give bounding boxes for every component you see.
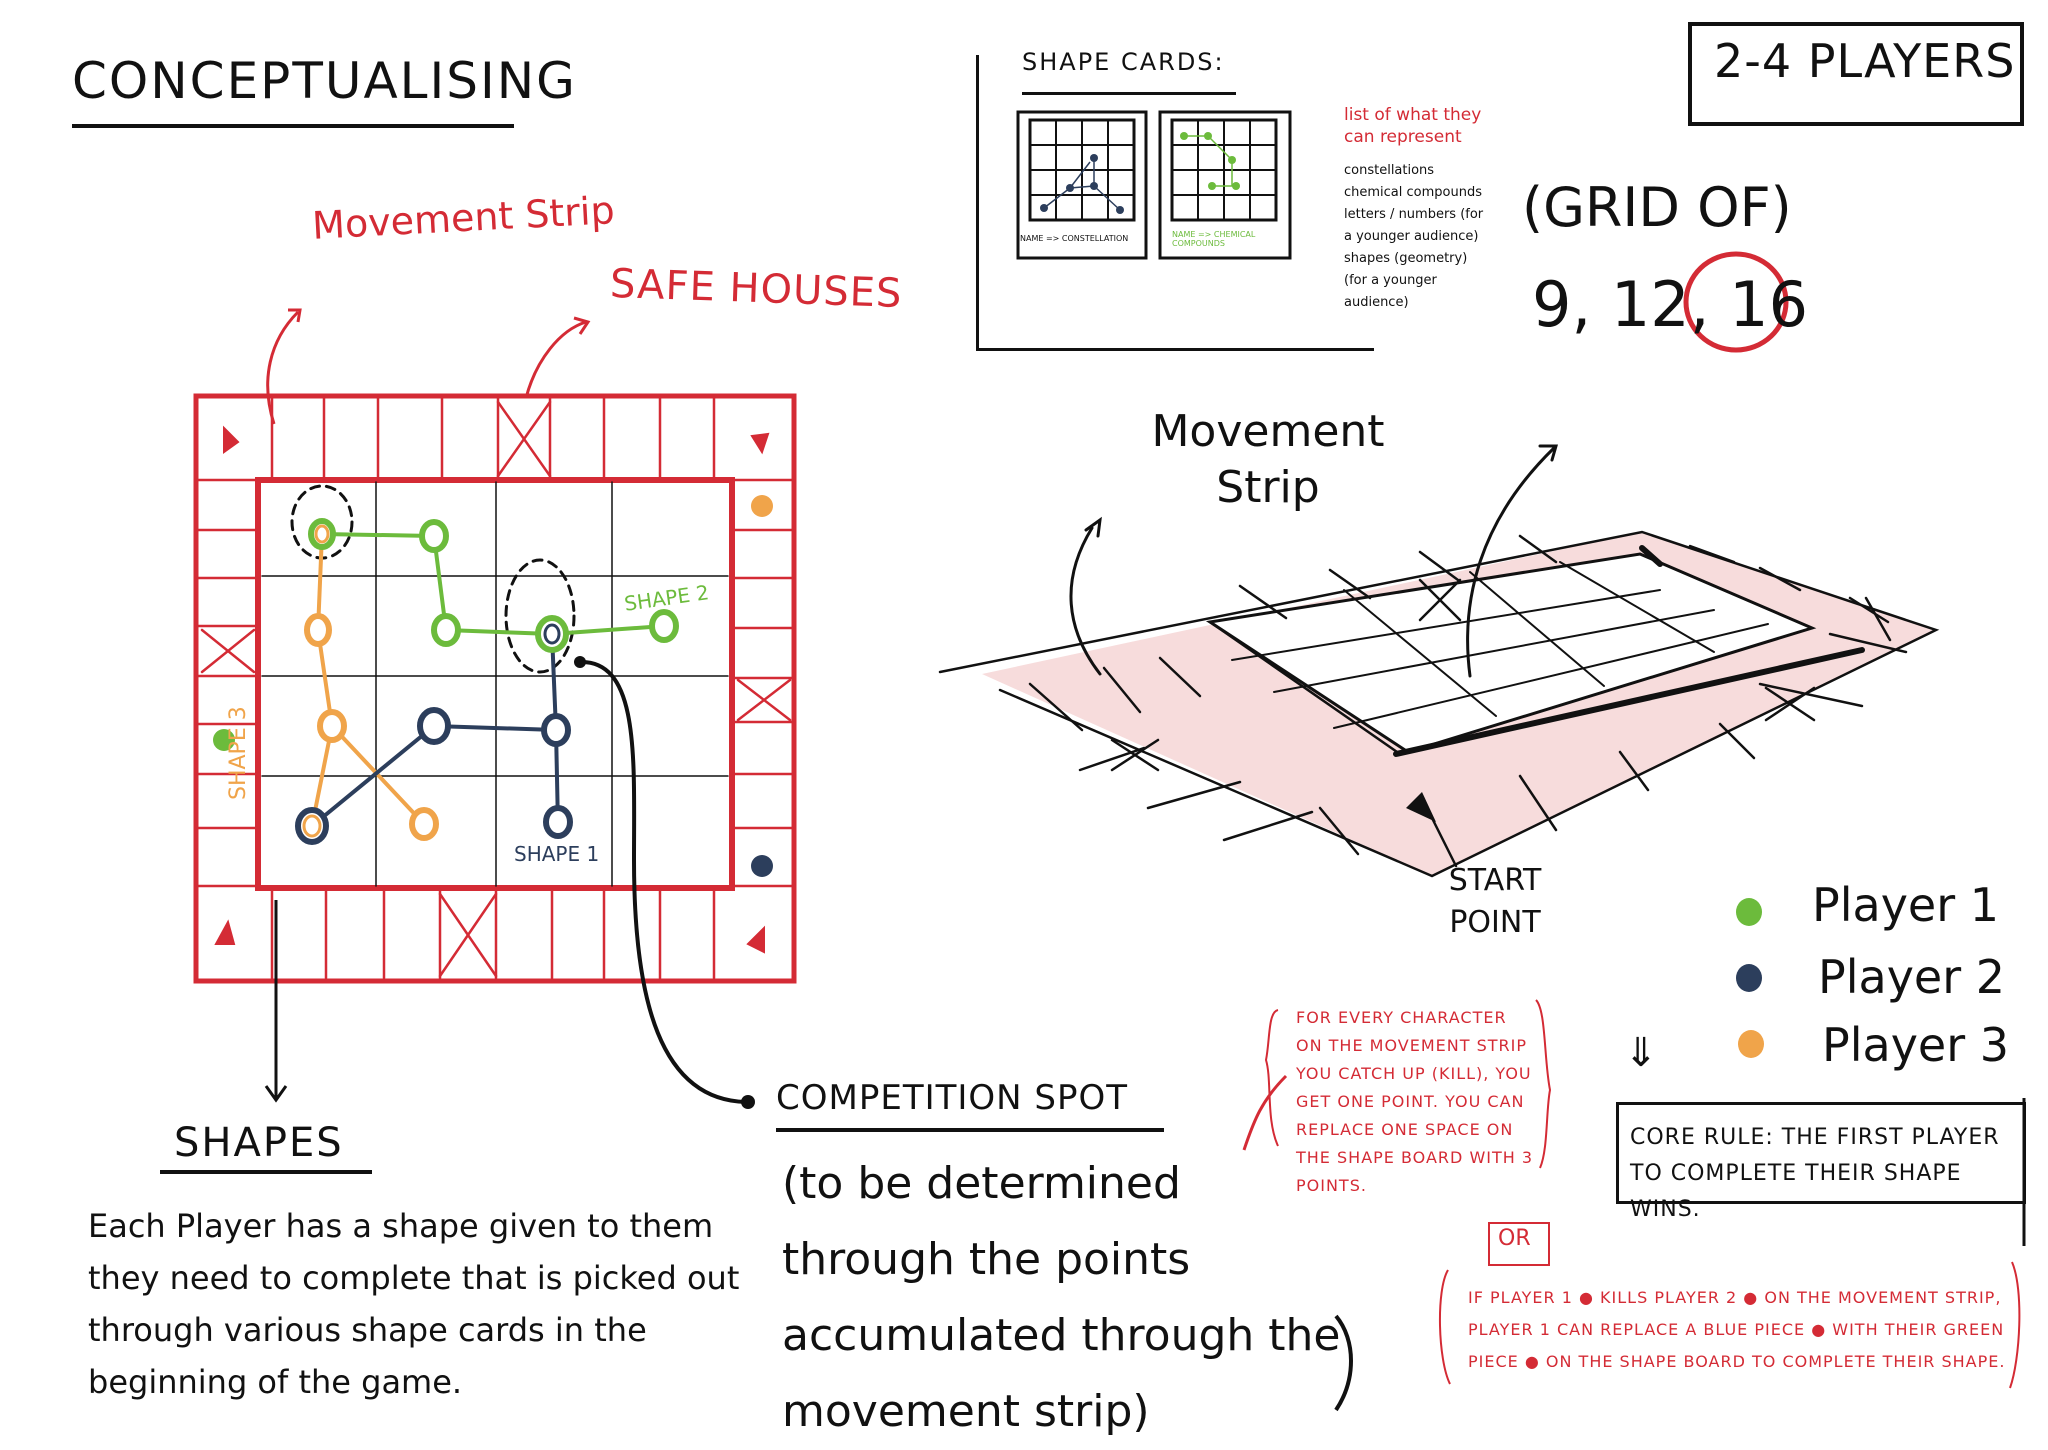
strip-cells-bottom bbox=[270, 888, 716, 980]
card-1-name: NAME => CONSTELLATION bbox=[1020, 234, 1129, 243]
safe-house-right bbox=[736, 678, 792, 722]
competition-spot-label: COMPETITION SPOT bbox=[776, 1078, 1129, 1118]
shapes-description: Each Player has a shape given to them th… bbox=[88, 1207, 740, 1401]
competition-spot-underline bbox=[776, 1128, 1164, 1132]
shape-card-2 bbox=[1158, 110, 1292, 260]
legend-label-player-2: Player 2 bbox=[1818, 950, 2006, 1004]
grid-of-label: (GRID OF) bbox=[1522, 176, 1792, 239]
points-brace-left bbox=[1264, 1009, 1279, 1147]
grid-sizes: 9, 12, 16 bbox=[1532, 268, 1809, 341]
represent-list: constellations chemical compounds letter… bbox=[1344, 160, 1494, 314]
shape-cards-border-bottom bbox=[976, 348, 1374, 351]
start-arrow-bottom-left bbox=[214, 919, 236, 945]
strip-cells-left bbox=[196, 478, 258, 888]
legend-label-player-1: Player 1 bbox=[1812, 878, 2000, 932]
shape-card-1 bbox=[1016, 110, 1148, 260]
shape-grid bbox=[261, 481, 729, 887]
arrow-to-points-rule bbox=[1242, 1074, 1288, 1151]
start-arrow-bottom-right bbox=[746, 925, 765, 954]
represent-title: list of what they can represent bbox=[1344, 105, 1482, 147]
players-count-box bbox=[1688, 22, 2024, 126]
strip-cells-top bbox=[270, 396, 716, 480]
piece-navy-strip bbox=[751, 855, 773, 877]
competition-dot-label bbox=[741, 1095, 755, 1109]
shapes-underline bbox=[160, 1170, 372, 1174]
shape-1-label: SHAPE 1 bbox=[514, 842, 600, 866]
safe-house-bottom bbox=[438, 892, 498, 978]
shape-cards-title: SHAPE CARDS: bbox=[1022, 48, 1225, 76]
card-2-name: NAME => CHEMICAL COMPOUNDS bbox=[1172, 230, 1256, 248]
players-count: 2-4 PLAYERS bbox=[1714, 34, 2016, 88]
shapes-label: SHAPES bbox=[174, 1120, 344, 1166]
competition-spot-description: (to be determined through the points acc… bbox=[782, 1158, 1341, 1437]
legend-dot-player-3 bbox=[1738, 1030, 1764, 1058]
start-point-label: START POINT bbox=[1448, 863, 1542, 940]
points-rule-text: FOR EVERY CHARACTER ON THE MOVEMENT STRI… bbox=[1296, 1008, 1534, 1195]
kill-rule-text: IF PLAYER 1 ● KILLS PLAYER 2 ● ON THE MO… bbox=[1468, 1288, 2006, 1371]
core-rule-text: CORE RULE: THE FIRST PLAYER TO COMPLETE … bbox=[1630, 1125, 2000, 1222]
represent-item: constellations bbox=[1344, 163, 1435, 178]
piece-green-strip bbox=[213, 729, 235, 751]
arrow-safe-houses bbox=[524, 320, 587, 399]
legend-label-player-3: Player 3 bbox=[1822, 1018, 2010, 1072]
double-arrow-down-icon: ⇓ bbox=[1624, 1030, 1658, 1076]
game-board bbox=[193, 393, 797, 984]
start-point-arrow bbox=[1406, 792, 1436, 822]
shape-cards-border-left bbox=[976, 55, 979, 350]
safe-house-left bbox=[200, 628, 256, 674]
selected-grid-circle bbox=[1683, 251, 1789, 353]
shape-cards-underline bbox=[1022, 92, 1236, 95]
arrow-3d-strip-left bbox=[1069, 526, 1102, 676]
or-box bbox=[1488, 1222, 1550, 1266]
points-brace-right bbox=[1535, 999, 1552, 1169]
competition-connector bbox=[579, 659, 747, 1104]
competition-spot-outline bbox=[504, 558, 576, 674]
arrow-movement-strip bbox=[266, 310, 300, 425]
kill-brace-left bbox=[1438, 1269, 1451, 1385]
arrow-3d-strip-right bbox=[1466, 446, 1556, 678]
shape-3-label: SHAPE 3 bbox=[226, 706, 251, 800]
shape-nodes bbox=[295, 518, 679, 845]
piece-orange-strip bbox=[751, 495, 773, 517]
start-arrow-top-right bbox=[750, 432, 770, 455]
or-label: OR bbox=[1498, 1226, 1531, 1251]
perspective-board bbox=[938, 444, 1940, 878]
movement-strip-3d-label: Movement Strip bbox=[1151, 406, 1385, 513]
title-underline bbox=[72, 124, 514, 128]
competition-paren bbox=[1334, 1314, 1353, 1412]
core-rule-box bbox=[1616, 1102, 2026, 1204]
represent-item: chemical compounds bbox=[1344, 185, 1482, 200]
start-arrow-top-left bbox=[223, 425, 240, 454]
kill-brace-right bbox=[2009, 1261, 2021, 1389]
legend-dot-player-1 bbox=[1736, 898, 1762, 926]
represent-item: shapes (geometry) (for a younger audienc… bbox=[1344, 251, 1468, 310]
represent-item: letters / numbers (for a younger audienc… bbox=[1344, 207, 1484, 244]
strip-cells-right bbox=[732, 478, 794, 888]
page-title: CONCEPTUALISING bbox=[72, 52, 577, 110]
legend-dot-player-2 bbox=[1736, 964, 1762, 992]
safe-house-top bbox=[496, 400, 552, 478]
